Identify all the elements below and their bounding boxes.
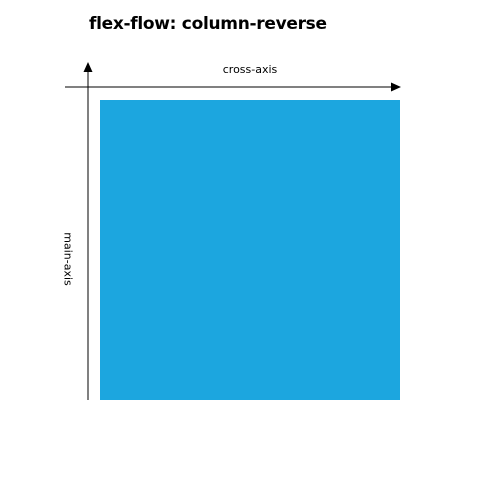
cross-axis-label: cross-axis — [222, 63, 278, 76]
diagram-title: flex-flow: column-reverse — [89, 14, 327, 34]
flex-container-box — [100, 100, 400, 400]
main-axis-arrowhead — [83, 62, 93, 72]
main-axis-label: main-axis — [61, 232, 75, 286]
cross-axis-arrowhead — [391, 82, 401, 92]
